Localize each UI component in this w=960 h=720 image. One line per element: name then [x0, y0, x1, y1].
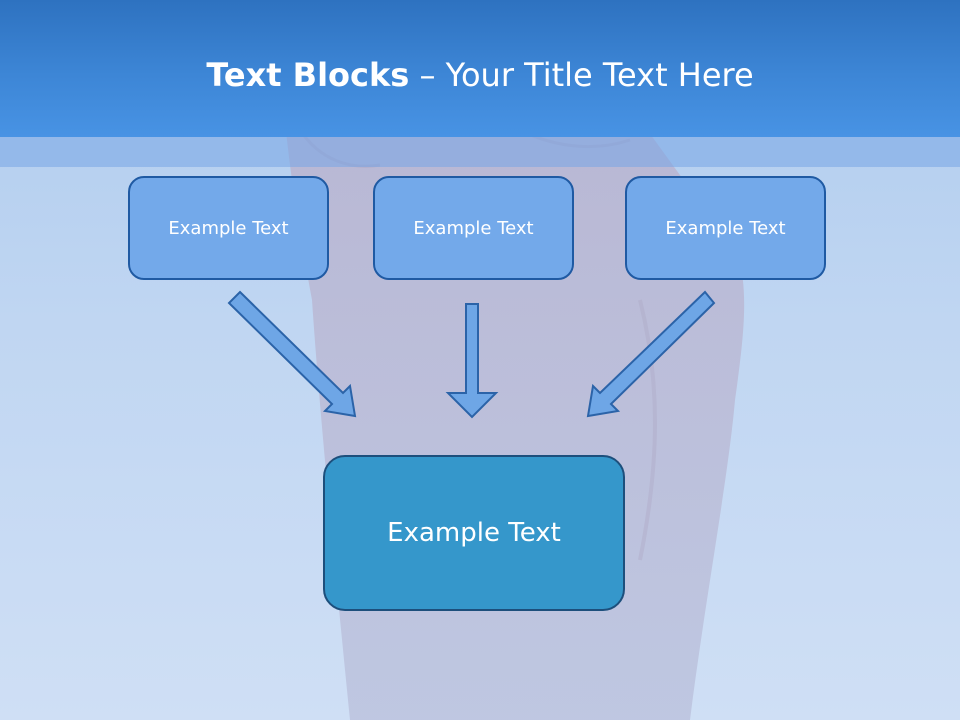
- text-block-1[interactable]: Example Text: [128, 176, 329, 280]
- slide-title: Text Blocks – Your Title Text Here: [0, 56, 960, 94]
- text-block-target[interactable]: Example Text: [323, 455, 625, 611]
- arrow-right-diagonal: [586, 290, 716, 418]
- text-block-2-label: Example Text: [413, 217, 534, 239]
- text-block-target-label: Example Text: [387, 518, 561, 548]
- title-underbar: [0, 137, 960, 167]
- arrow-left-diagonal: [227, 290, 357, 418]
- title-rest-part: – Your Title Text Here: [409, 56, 754, 94]
- arrow-center-down: [445, 303, 499, 419]
- title-bar: [0, 0, 960, 137]
- text-block-3-label: Example Text: [665, 217, 786, 239]
- text-block-2[interactable]: Example Text: [373, 176, 574, 280]
- text-block-1-label: Example Text: [168, 217, 289, 239]
- text-block-3[interactable]: Example Text: [625, 176, 826, 280]
- title-bold-part: Text Blocks: [206, 56, 410, 94]
